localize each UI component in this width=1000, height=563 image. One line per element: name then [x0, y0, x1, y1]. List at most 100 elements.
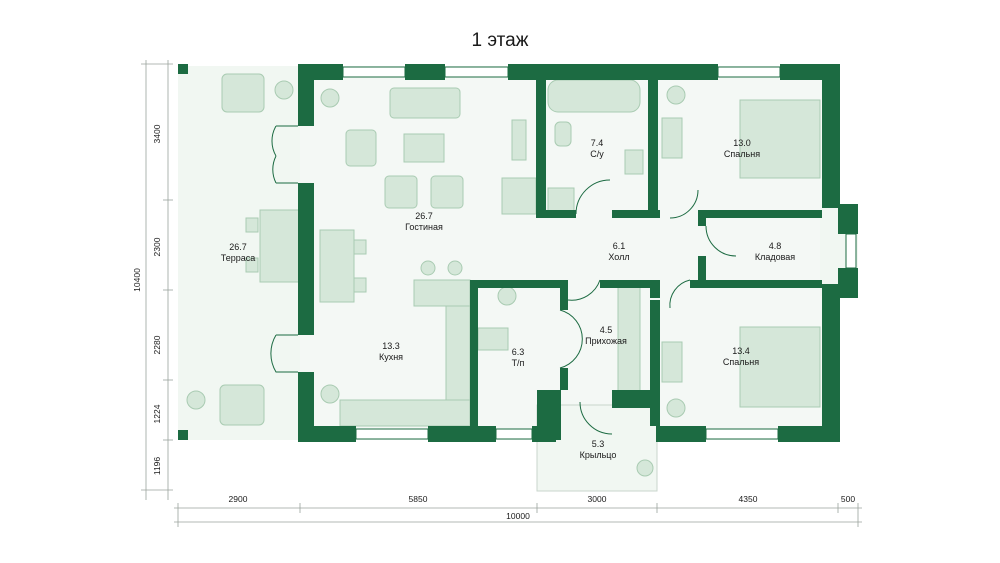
wall-bed2-left-1	[650, 280, 660, 298]
plant-living	[320, 88, 340, 108]
door-terrace-2	[272, 155, 298, 184]
boiler	[497, 286, 517, 306]
doors	[270, 125, 737, 435]
wall-bath-bottom-1	[536, 210, 576, 218]
window-storage	[845, 233, 857, 269]
wall-storage-left-1	[698, 210, 706, 226]
armchair-1	[345, 129, 377, 167]
windows	[342, 66, 857, 440]
room-name-bathroom: С/у	[590, 149, 604, 159]
bar-stool-2	[447, 260, 463, 276]
bottom-dimension-labels: 2900 5850 3000 4350 500 10000	[229, 494, 856, 521]
wall-bottom-2	[428, 426, 496, 442]
wall-boiler-top	[470, 280, 560, 288]
window-bedroom-top	[717, 66, 781, 78]
terrace-armchair-top	[221, 73, 265, 113]
wall-storage-bottom	[698, 280, 822, 288]
wall-right-2	[822, 284, 840, 442]
wall-entrance-left	[537, 390, 561, 440]
terrace-post-bottom	[178, 430, 188, 440]
window-living-2	[444, 66, 509, 78]
door-bedroom-top	[669, 189, 699, 219]
dim-bottom-2: 5850	[409, 494, 428, 504]
furniture	[186, 73, 821, 477]
door-boiler	[559, 309, 583, 369]
dining-chair-1	[353, 239, 367, 255]
room-name-boiler: Т/п	[512, 358, 525, 368]
room-name-bedroom-top: Спальня	[724, 149, 760, 159]
room-area-hallway: 4.5	[600, 325, 613, 335]
room-area-bedroom-top: 13.0	[733, 138, 751, 148]
plant-porch	[636, 459, 654, 477]
bottom-dimensions	[174, 503, 862, 527]
wardrobe-bottom	[661, 341, 683, 383]
room-name-storage: Кладовая	[755, 252, 795, 262]
armchair-3	[430, 175, 464, 209]
bath-sink	[624, 149, 644, 175]
window-living-1	[342, 66, 406, 78]
room-name-terrace: Терраса	[221, 253, 256, 263]
bed-top	[739, 99, 821, 179]
dim-left-2: 2300	[152, 237, 162, 256]
bed-bottom	[739, 326, 821, 408]
room-area-storage: 4.8	[769, 241, 782, 251]
dim-left-1: 3400	[152, 124, 162, 143]
wall-kitchen-right	[470, 280, 478, 442]
window-bedroom-bottom	[705, 428, 779, 440]
room-area-hall: 6.1	[613, 241, 626, 251]
wall-bed2-top	[690, 280, 706, 288]
tv-stand	[511, 119, 527, 161]
dim-bottom-4: 4350	[739, 494, 758, 504]
armchair-2	[384, 175, 418, 209]
room-area-terrace: 26.7	[229, 242, 247, 252]
left-dimension-labels: 3400 2300 2280 1224 1196 10400	[132, 124, 162, 475]
boiler-cabinet	[477, 327, 509, 351]
wall-left-3	[298, 372, 314, 442]
dim-left-3: 2280	[152, 335, 162, 354]
wall-left-2	[298, 183, 314, 335]
wall-top-2	[405, 64, 445, 80]
plant-kitchen	[320, 384, 340, 404]
bathtub	[547, 79, 641, 113]
kitchen-counter-right	[445, 305, 471, 403]
door-terrace-1	[271, 125, 298, 157]
wall-bath-right	[648, 64, 658, 218]
wall-bottom-4	[656, 426, 706, 442]
wardrobe-top	[661, 117, 683, 159]
terrace-table	[259, 209, 301, 283]
dim-bottom-3: 3000	[588, 494, 607, 504]
door-hallway	[567, 279, 601, 301]
toilet	[554, 121, 572, 147]
wall-hall-top	[600, 280, 650, 288]
room-area-boiler: 6.3	[512, 347, 525, 357]
door-kitchen-terrace	[270, 334, 298, 373]
dining-chair-2	[353, 277, 367, 293]
wall-top-3	[508, 64, 638, 80]
fireplace	[501, 177, 537, 215]
dim-bottom-1: 2900	[229, 494, 248, 504]
room-name-kitchen: Кухня	[379, 352, 403, 362]
floor-title: 1 этаж	[471, 30, 529, 51]
niche-wall-bottom	[838, 268, 858, 298]
kitchen-counter-bottom	[339, 399, 471, 427]
wall-bath-bottom-2	[612, 210, 660, 218]
room-area-kitchen: 13.3	[382, 341, 400, 351]
room-name-living: Гостиная	[405, 222, 443, 232]
room-area-living: 26.7	[415, 211, 433, 221]
door-bathroom	[575, 179, 611, 215]
wall-boiler-right-2	[560, 368, 568, 390]
plant-terrace-top	[274, 80, 294, 100]
door-entrance	[579, 401, 613, 435]
wall-bath-left	[536, 64, 546, 218]
bar-stool-1	[420, 260, 436, 276]
terrace-armchair-bottom	[219, 384, 265, 426]
dim-left-5: 1196	[152, 457, 162, 476]
dim-left-total: 10400	[132, 268, 142, 292]
window-boiler	[495, 428, 533, 440]
walls	[178, 64, 858, 442]
dim-bottom-5: 500	[841, 494, 855, 504]
room-area-porch: 5.3	[592, 439, 605, 449]
room-name-hallway: Прихожая	[585, 336, 627, 346]
room-labels: 26.7 Терраса 26.7 Гостиная 7.4 С/у 13.0 …	[221, 138, 796, 460]
